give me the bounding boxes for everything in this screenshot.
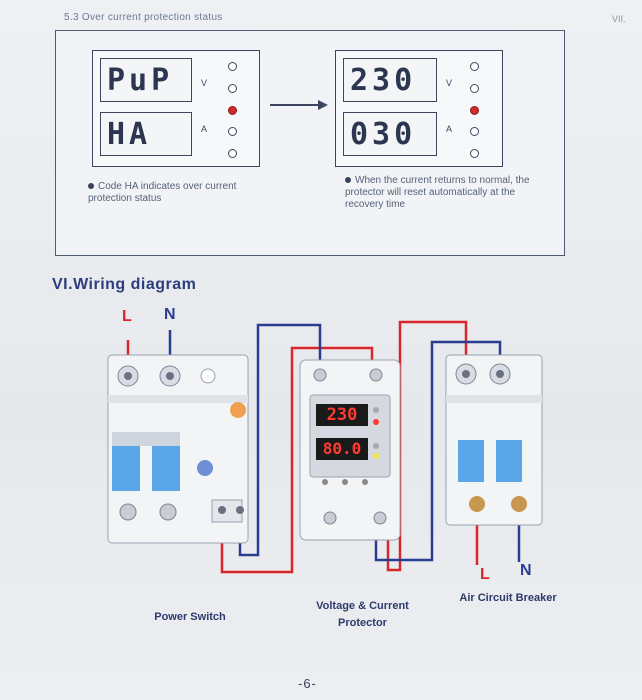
indicator-icon	[227, 127, 237, 137]
wiring-diagram	[107, 320, 543, 574]
caption-air-circuit-breaker: Air Circuit Breaker	[459, 592, 557, 604]
left-indicator-column	[226, 62, 238, 158]
left-bottom-unit: A	[201, 124, 208, 134]
indicator-icon	[469, 127, 479, 137]
indicator-icon	[469, 83, 479, 93]
right-note: When the current returns to normal, the …	[345, 175, 545, 211]
power-switch-device	[107, 354, 249, 544]
bullet-icon	[345, 177, 351, 184]
indicator-icon	[227, 62, 237, 71]
right-arrow-icon	[270, 100, 328, 110]
indicator-icon	[469, 149, 479, 158]
right-indicator-column	[468, 62, 480, 158]
section-title: 5.3 Over current protection status	[64, 12, 223, 23]
right-top-display: 230	[343, 58, 437, 102]
output-l-label: L	[480, 566, 490, 583]
right-bottom-unit: A	[446, 124, 453, 134]
input-l-label: L	[122, 308, 132, 325]
bullet-icon	[88, 183, 94, 190]
live-wire-switch-to-protector	[220, 346, 374, 574]
protector-voltage-readout: 230	[326, 405, 358, 425]
air-circuit-breaker-device	[445, 354, 543, 526]
alarm-indicator-icon	[469, 105, 479, 115]
output-n-label: N	[520, 562, 532, 579]
caption-protector: Voltage & Current Protector	[316, 600, 409, 629]
left-top-display: PuP	[100, 58, 192, 102]
neutral-wire-switch-to-protector	[238, 323, 322, 557]
indicator-icon	[227, 149, 237, 158]
indicator-icon	[469, 62, 479, 71]
right-bottom-display: 030	[343, 112, 437, 156]
alarm-indicator-icon	[227, 105, 237, 115]
right-top-unit: V	[446, 78, 453, 88]
left-note: Code HA indicates over current protectio…	[88, 181, 278, 205]
neutral-wire-protector-to-breaker	[374, 340, 502, 562]
page-number: -6-	[298, 676, 317, 691]
input-n-label: N	[164, 306, 176, 323]
voltage-current-protector-device	[299, 359, 401, 541]
left-bottom-display: HA	[100, 112, 192, 156]
indicator-icon	[227, 83, 237, 93]
wiring-heading: VI.Wiring diagram	[52, 276, 197, 293]
corner-section-label: VII.	[612, 14, 626, 24]
left-note-text: Code HA indicates over current protectio…	[88, 181, 237, 204]
protector-current-readout: 80.0	[322, 439, 362, 458]
caption-power-switch: Power Switch	[154, 611, 226, 623]
right-note-text: When the current returns to normal, the …	[345, 175, 530, 210]
left-top-unit: V	[201, 78, 208, 88]
